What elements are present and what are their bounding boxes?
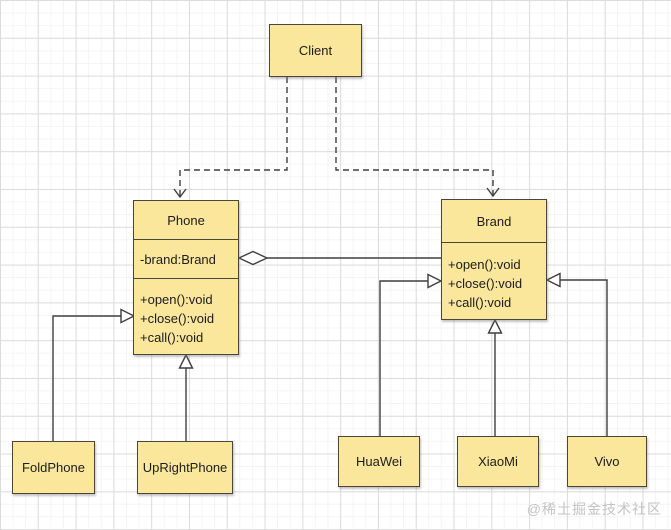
aggregation-diamond-icon xyxy=(237,250,269,266)
class-box-xiaomi: XiaoMi xyxy=(457,436,539,487)
class-name-uprightphone: UpRightPhone xyxy=(142,460,228,475)
class-name-vivo: Vivo xyxy=(594,454,620,469)
method-line: +open():void xyxy=(140,292,213,307)
class-box-huawei: HuaWei xyxy=(338,436,420,487)
method-line: +close():void xyxy=(140,311,215,326)
class-box-vivo: Vivo xyxy=(567,436,647,487)
attribute-line: -brand:Brand xyxy=(140,251,216,267)
class-box-client: Client xyxy=(269,24,362,77)
class-box-phone: Phone -brand:Brand +open():void +close()… xyxy=(133,200,239,355)
class-attributes-phone: -brand:Brand xyxy=(134,240,238,279)
inheritance-triangle-xiaomi-icon xyxy=(487,318,503,334)
class-methods-brand: +open():void +close():void +call():void xyxy=(442,243,546,312)
class-name-foldphone: FoldPhone xyxy=(22,460,85,475)
method-line: +close():void xyxy=(448,276,523,291)
dependency-client-to-brand xyxy=(335,77,494,196)
dependency-arrowhead-brand xyxy=(486,187,500,198)
inheritance-triangle-uprightphone-icon xyxy=(178,353,194,369)
class-methods-phone: +open():void +close():void +call():void xyxy=(134,279,238,347)
class-box-brand: Brand +open():void +close():void +call()… xyxy=(441,199,547,320)
class-name-client: Client xyxy=(298,43,333,58)
class-box-uprightphone: UpRightPhone xyxy=(137,441,233,494)
generalization-huawei-brand xyxy=(379,280,428,436)
class-name-phone: Phone xyxy=(134,201,238,240)
dependency-client-to-phone xyxy=(179,77,288,197)
method-line: +open():void xyxy=(448,257,521,272)
method-line: +call():void xyxy=(448,295,512,310)
class-name-brand: Brand xyxy=(442,200,546,243)
inheritance-triangle-foldphone-icon xyxy=(120,308,136,324)
class-box-foldphone: FoldPhone xyxy=(12,441,95,494)
class-name-xiaomi: XiaoMi xyxy=(478,454,518,469)
method-line: +call():void xyxy=(140,330,204,345)
inheritance-triangle-huawei-icon xyxy=(427,273,443,289)
dependency-arrowhead-phone xyxy=(173,188,187,199)
inheritance-triangle-vivo-icon xyxy=(545,272,561,288)
watermark-text: @稀土掘金技术社区 xyxy=(526,501,662,517)
generalization-foldphone-phone xyxy=(52,315,121,441)
class-name-huawei: HuaWei xyxy=(355,454,402,469)
generalization-vivo-brand xyxy=(560,279,608,436)
